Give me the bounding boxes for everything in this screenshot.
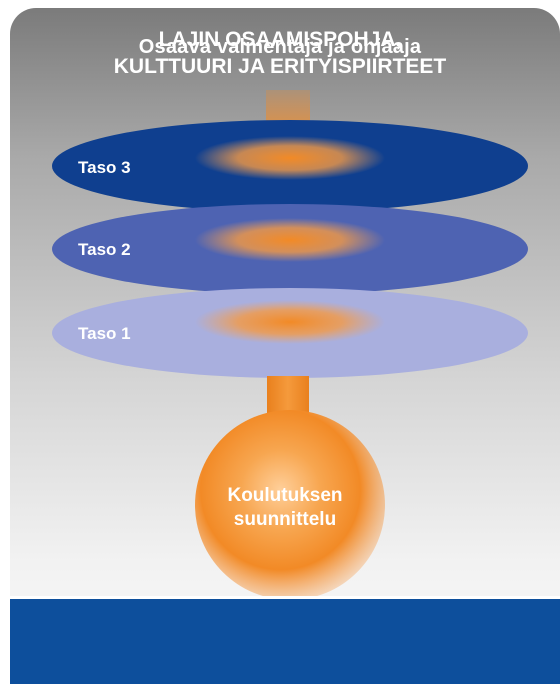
level-3-label: Taso 3 [78, 158, 131, 177]
footer-band [10, 596, 560, 684]
core-sphere [195, 410, 385, 600]
disc-level-3-hole [195, 136, 385, 180]
diagram-title: Osaava valmentaja ja ohjaaja [138, 36, 422, 58]
level-1-label: Taso 1 [78, 324, 131, 343]
level-2-label: Taso 2 [78, 240, 131, 259]
disc-level-2-hole [195, 218, 385, 262]
disc-level-1-hole [195, 300, 385, 344]
footer-label-line-1: LAJIN OSAAMISPOHJA, [158, 28, 402, 51]
core-label-line-2: suunnittelu [233, 509, 337, 530]
core-label-line-1: Koulutuksen [227, 485, 343, 506]
core-label: Koulutuksen suunnittelu [185, 484, 385, 532]
footer-label-line-2: KULTTUURI JA ERITYISPIIRTEET [113, 55, 447, 78]
footer-label: LAJIN OSAAMISPOHJA, KULTTUURI JA ERITYIS… [0, 26, 560, 80]
